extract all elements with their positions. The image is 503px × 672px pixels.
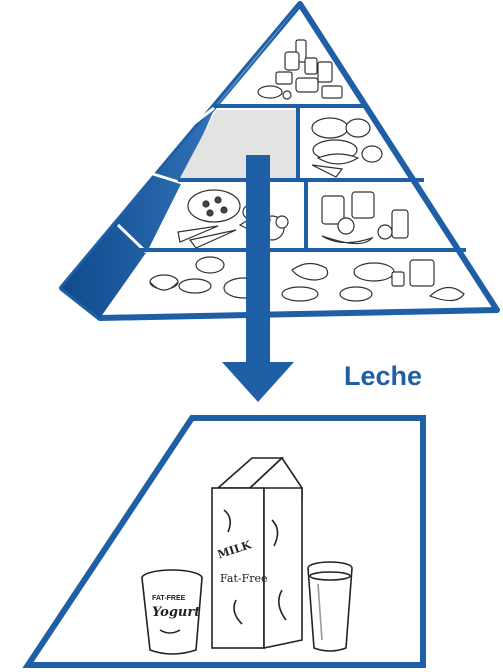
tier-fruits-illustration xyxy=(321,191,409,245)
tier-fats-sweets-illustration xyxy=(257,39,343,100)
tier-meat-illustration xyxy=(311,117,383,178)
milk-glass xyxy=(307,561,353,652)
milk-group-panel: MILK Fat-Free FAT-FREE Yogurt xyxy=(22,415,426,668)
carton-fatfree-label: Fat-Free xyxy=(220,572,268,585)
food-pyramid xyxy=(59,1,500,321)
milk-carton xyxy=(211,456,303,649)
pyramid-side-face xyxy=(62,4,300,318)
yogurt-cup xyxy=(141,569,203,655)
down-arrow xyxy=(222,155,294,402)
group-label: Leche xyxy=(344,361,422,391)
yogurt-top-label: FAT-FREE xyxy=(152,595,186,602)
yogurt-name-label: Yogurt xyxy=(152,605,200,620)
